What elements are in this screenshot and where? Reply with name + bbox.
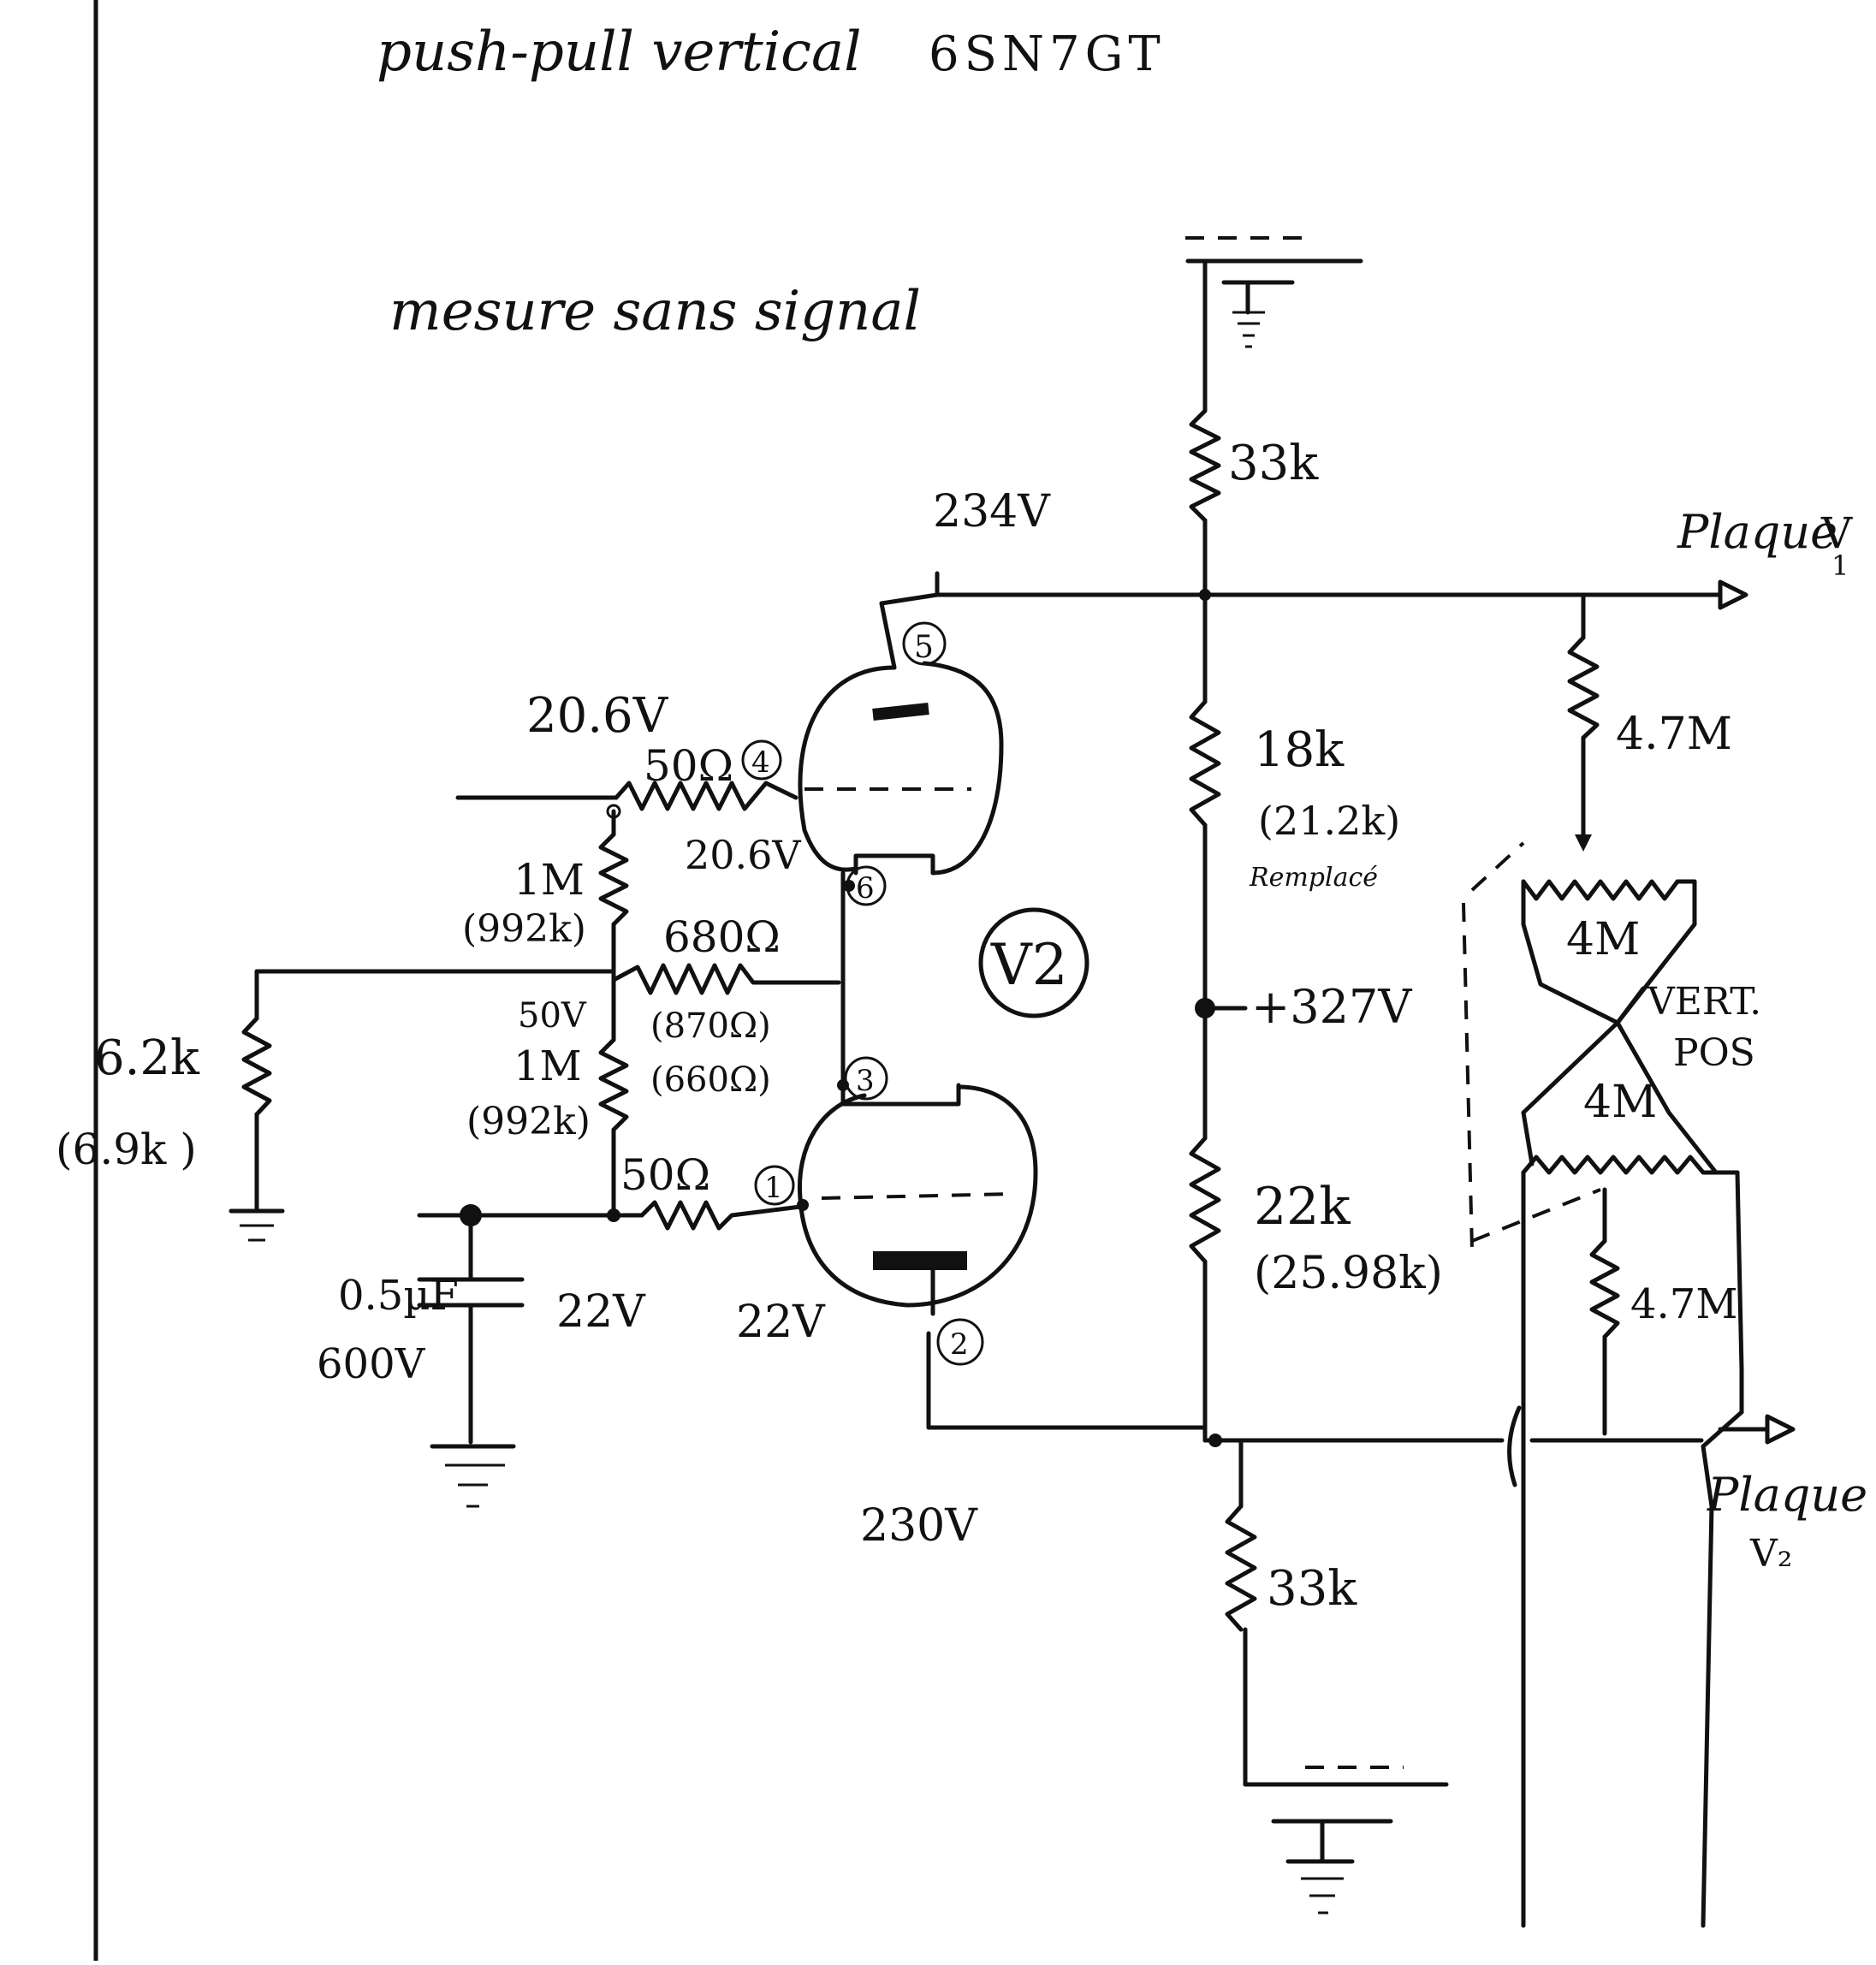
grid-top-voltage-after: 20.6V xyxy=(685,832,801,878)
resistor-1m-bottom-label: 1M xyxy=(514,1042,582,1090)
resistor-680-measured: (870Ω) xyxy=(650,1006,771,1046)
pin-2-label: 2 xyxy=(950,1327,969,1362)
pin-4-label: 4 xyxy=(751,745,770,780)
ground-symbol-left xyxy=(229,1208,285,1242)
tube-lower-plate xyxy=(873,1251,967,1270)
pin-5-label: 5 xyxy=(914,630,934,665)
resistor-33k-bottom xyxy=(1225,1504,1257,1632)
tube-upper-cathode xyxy=(853,853,935,876)
resistor-4-7m-bottom xyxy=(1589,1238,1620,1339)
plate-v1-arrow xyxy=(1718,579,1748,610)
plate-v1-label-sub: 1 xyxy=(1831,549,1849,582)
plate-v1-label: Plaque xyxy=(1677,505,1837,559)
resistor-680-label: 680Ω xyxy=(663,912,781,962)
capacitor-symbol xyxy=(417,1213,525,1508)
tube-upper-envelope xyxy=(798,661,1004,876)
resistor-1m-bottom xyxy=(598,1037,629,1132)
plate-v2-arrow xyxy=(1765,1414,1796,1445)
grid-top-voltage: 20.6V xyxy=(526,688,669,744)
resistor-33k-bottom-label: 33k xyxy=(1267,1561,1357,1617)
resistor-6-2k-label: 6.2k xyxy=(94,1030,200,1086)
resistor-33k-top xyxy=(1189,408,1221,523)
resistor-6-2k-measured: (6.9k ) xyxy=(56,1125,197,1174)
resistor-50-top-label: 50Ω xyxy=(644,741,733,791)
page-subtitle: mesure sans signal xyxy=(389,280,921,343)
plate-v1-label-v: V xyxy=(1820,508,1853,558)
resistor-1m-bottom-measured: (992k) xyxy=(466,1100,591,1143)
grid-bottom-node-voltage: 22V xyxy=(556,1286,646,1338)
resistor-18k-measured: (21.2k) xyxy=(1258,798,1400,844)
tube-type-label: 6SN7GT xyxy=(929,27,1166,82)
resistor-4-7m-bottom-label: 4.7M xyxy=(1630,1280,1737,1328)
resistor-680-measured-2: (660Ω) xyxy=(650,1060,771,1100)
tube-upper-plate xyxy=(872,703,929,721)
resistor-4-7m-top xyxy=(1567,635,1600,740)
capacitor-value: 0.5µF xyxy=(338,1272,459,1320)
potentiometer-bottom-label: 4M xyxy=(1583,1077,1657,1128)
pin-3-circle xyxy=(844,1056,888,1101)
plate-top-voltage: 234V xyxy=(933,486,1051,537)
resistor-22k-label: 22k xyxy=(1254,1177,1351,1237)
resistor-22k xyxy=(1189,1136,1221,1264)
plate-bottom-voltage: 230V xyxy=(860,1500,978,1552)
tube-lower-cathode xyxy=(840,1083,961,1107)
resistor-680 xyxy=(611,963,841,995)
resistor-1m-top xyxy=(598,832,629,927)
pin-1-label: 1 xyxy=(764,1171,783,1205)
potentiometer-top-label: 4M xyxy=(1566,914,1640,965)
resistor-50-bottom xyxy=(639,1200,803,1231)
vert-pos-label-1: VERT. xyxy=(1647,980,1761,1024)
plate-v2-label-v: V₂ xyxy=(1749,1532,1792,1576)
pin-2-circle xyxy=(936,1318,984,1366)
resistor-18k-label: 18k xyxy=(1254,722,1345,778)
tube-v2-label: V2 xyxy=(990,932,1068,998)
pin-3-label: 3 xyxy=(856,1064,875,1098)
potentiometer-bottom xyxy=(1521,1155,1719,1175)
pin-5-circle xyxy=(902,621,947,666)
resistor-22k-measured: (25.98k) xyxy=(1254,1248,1443,1299)
grid-bottom-voltage: 22V xyxy=(736,1297,826,1348)
tube-v2-circle xyxy=(978,907,1089,1018)
resistor-33k-top-label: 33k xyxy=(1228,436,1319,491)
pin-4-circle xyxy=(741,739,782,781)
plate-v2-label: Plaque xyxy=(1707,1468,1867,1522)
potentiometer-top xyxy=(1521,879,1680,901)
tube-lower-envelope xyxy=(797,1084,1038,1308)
resistor-1m-top-label: 1M xyxy=(514,855,585,905)
pin-1-circle xyxy=(754,1165,795,1206)
resistor-1m-top-measured: (992k) xyxy=(462,907,586,951)
divider-mid-voltage: 50V xyxy=(518,996,587,1036)
vert-pos-label-2: POS xyxy=(1673,1031,1755,1075)
resistor-18k xyxy=(1189,699,1221,828)
capacitor-voltage: 600V xyxy=(317,1340,426,1388)
page-title: push-pull vertical xyxy=(377,21,862,84)
pin-6-label: 6 xyxy=(856,871,875,905)
resistor-6-2k xyxy=(241,1016,272,1117)
supply-327v-label: +327V xyxy=(1251,980,1412,1034)
ground-symbol-bottom xyxy=(1243,1766,1449,1915)
resistor-50-bottom-label: 50Ω xyxy=(620,1150,710,1200)
resistor-18k-note: Remplacé xyxy=(1249,863,1378,893)
resistor-4-7m-top-label: 4.7M xyxy=(1616,709,1732,760)
resistor-50-top xyxy=(614,781,798,811)
ground-symbol-top xyxy=(1185,236,1363,348)
